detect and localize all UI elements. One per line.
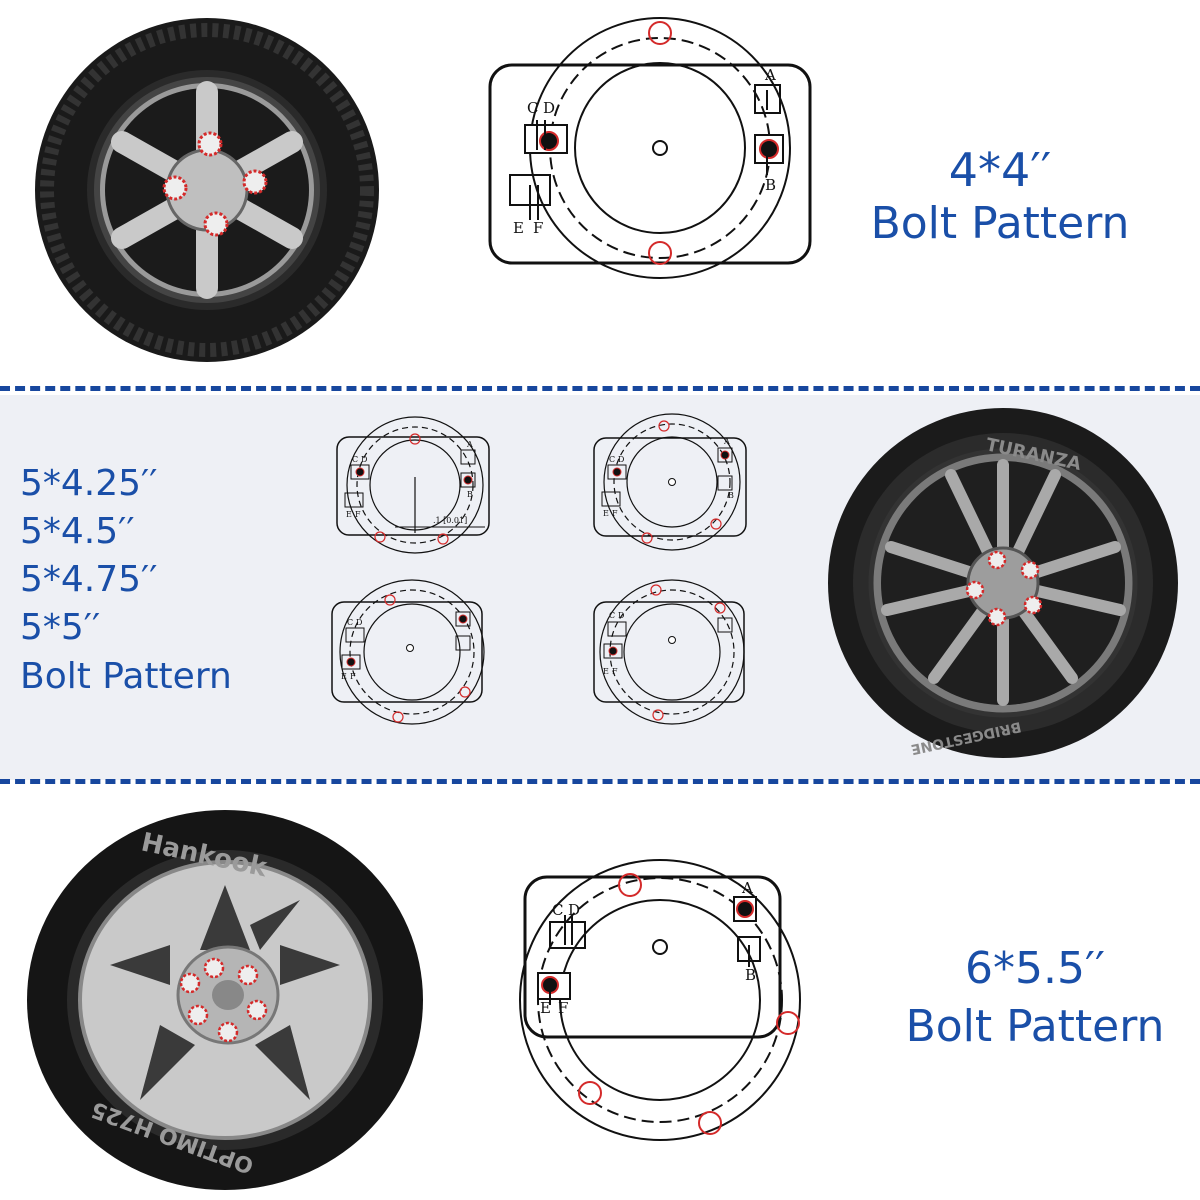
pattern-size-text: 5*5′′ <box>20 607 101 648</box>
letter-e: E <box>603 667 609 676</box>
bolt-template-4x4: A B C D E F <box>488 17 812 279</box>
letter-a: A <box>466 440 473 449</box>
bolt-pattern-text: Bolt Pattern <box>905 1001 1165 1052</box>
wheel-6-lug-image: Hankook OPTIMO H725 <box>27 810 423 1190</box>
letter-f: F <box>612 509 618 518</box>
letter-d: D <box>618 611 624 620</box>
bolt-pattern-text: Bolt Pattern <box>20 656 232 697</box>
pattern-size-text: 5*4.5′′ <box>20 511 135 552</box>
letter-a: A <box>764 66 776 84</box>
section-6x5-5: Hankook OPTIMO H725 A B C D E F <box>0 790 1200 1200</box>
letter-e: E <box>341 672 347 681</box>
letter-d: D <box>356 618 362 627</box>
section-5-lug: 5*4.25′′ 5*4.5′′ 5*4.75′′ 5*5′′ Bolt Pat… <box>0 395 1200 780</box>
label-4x4: 4*4′′ Bolt Pattern <box>855 145 1145 253</box>
letter-c: C <box>609 455 615 464</box>
bolt-template-6x5-5: A B C D E F <box>519 859 801 1141</box>
wheel-5-lug-image: TURANZA BRIDGESTONE <box>828 408 1178 758</box>
letter-d: D <box>568 901 580 919</box>
letter-c: C <box>352 455 358 464</box>
section-divider <box>0 386 1200 391</box>
letter-d: D <box>361 455 367 464</box>
pattern-size-text: 5*4.75′′ <box>20 559 158 600</box>
letter-e: E <box>603 509 609 518</box>
bolt-pattern-text: Bolt Pattern <box>870 198 1130 249</box>
label-6x5-5: 6*5.5′′ Bolt Pattern <box>880 940 1190 1056</box>
letter-a: A <box>723 437 730 446</box>
letter-b: B <box>728 491 734 500</box>
letter-f: F <box>533 219 543 237</box>
dimension-text: .1 [0.01] <box>433 516 467 525</box>
letter-c: C <box>609 611 615 620</box>
letter-f: F <box>612 667 618 676</box>
letter-b: B <box>745 966 756 984</box>
letter-c: C <box>527 99 538 117</box>
letter-e: E <box>346 510 352 519</box>
wheel-4-lug-image <box>35 18 379 362</box>
letter-b: B <box>467 490 473 499</box>
letter-b: B <box>765 176 776 194</box>
pattern-size-text: 4*4′′ <box>948 143 1052 197</box>
label-5-lug: 5*4.25′′ 5*4.5′′ 5*4.75′′ 5*5′′ Bolt Pat… <box>20 460 280 702</box>
letter-e: E <box>513 219 524 237</box>
bolt-template-5x5: C D E F <box>593 579 745 725</box>
letter-f: F <box>558 999 568 1017</box>
letter-f: F <box>350 672 356 681</box>
bolt-template-5x4-5: A B C D E F <box>593 413 747 551</box>
letter-f: F <box>355 510 361 519</box>
letter-d: D <box>543 99 555 117</box>
section-divider <box>0 779 1200 784</box>
letter-d: D <box>618 455 624 464</box>
section-4x4: A B C D E F 4*4′′ Bolt Pattern <box>0 0 1200 385</box>
letter-a: A <box>741 879 753 897</box>
bolt-template-5x4-75: C D E F <box>331 579 485 725</box>
bolt-template-5x4-25: .1 [0.01] A B C D E F <box>336 416 490 554</box>
letter-c: C <box>347 618 353 627</box>
pattern-size-text: 6*5.5′′ <box>965 943 1105 994</box>
pattern-size-text: 5*4.25′′ <box>20 463 158 504</box>
letter-c: C <box>552 901 563 919</box>
letter-e: E <box>540 999 551 1017</box>
